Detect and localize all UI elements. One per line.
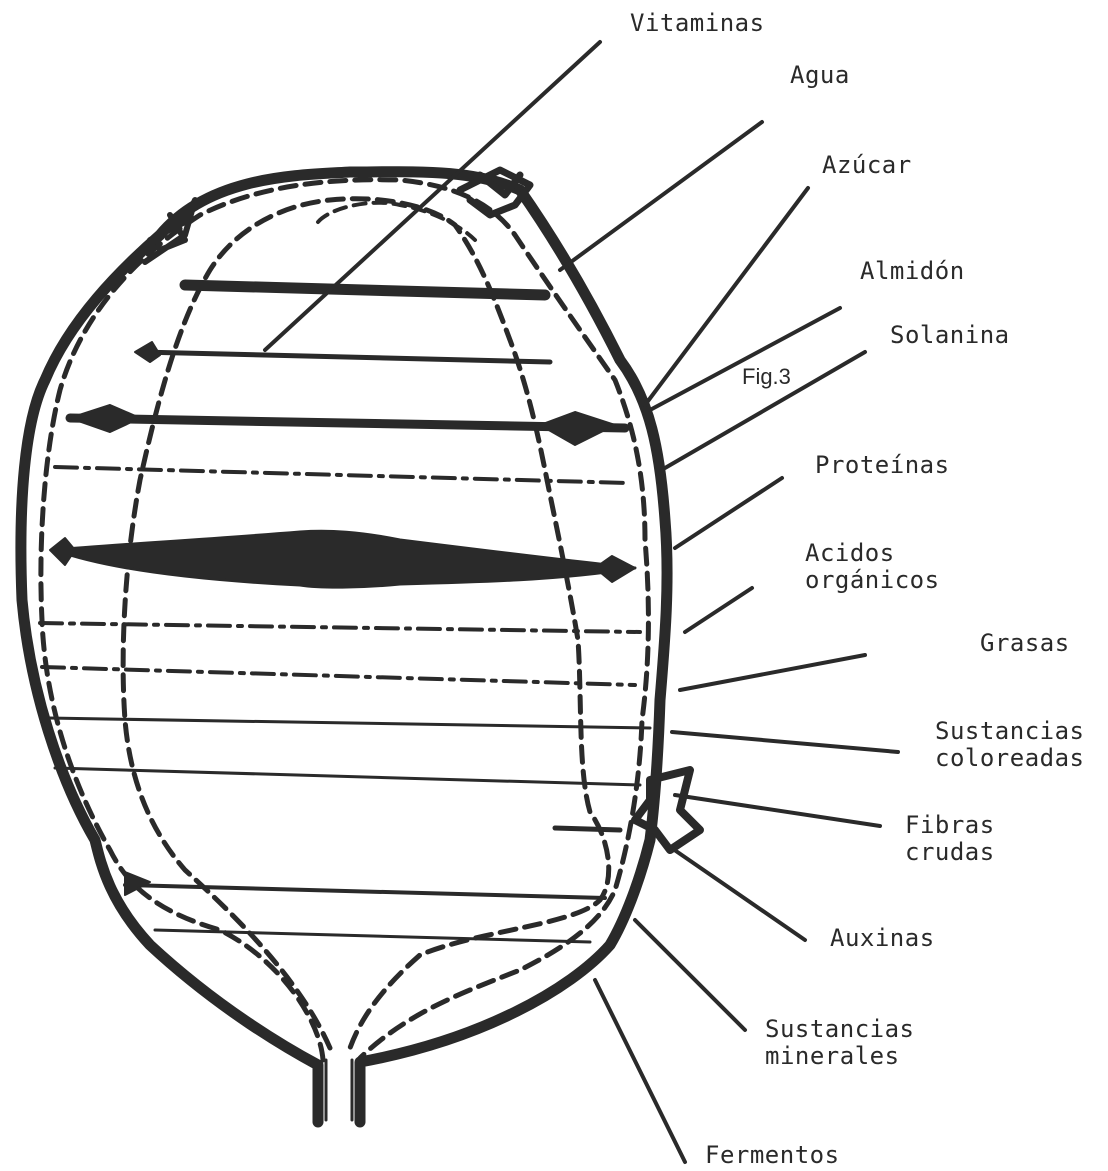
leader-minerales bbox=[635, 920, 745, 1030]
leader-auxinas bbox=[660, 840, 805, 940]
label-auxinas: Auxinas bbox=[830, 925, 935, 952]
label-fibras-line1: Fibras bbox=[905, 812, 995, 839]
leader-acidos bbox=[685, 588, 752, 632]
inner-line-11 bbox=[125, 885, 605, 898]
inner-line-5-spindle bbox=[55, 531, 635, 587]
spindle-marker-c bbox=[50, 538, 75, 565]
spindle-marker-e bbox=[135, 342, 160, 362]
label-vitaminas: Vitaminas bbox=[630, 10, 765, 37]
label-solanina: Solanina bbox=[890, 322, 1010, 349]
inner-line-9 bbox=[55, 768, 640, 785]
label-proteinas: Proteínas bbox=[815, 452, 950, 479]
label-agua: Agua bbox=[790, 62, 850, 89]
label-fibras-line2: crudas bbox=[905, 839, 995, 866]
inner-line-6 bbox=[40, 623, 640, 632]
leader-vitaminas bbox=[265, 42, 600, 350]
leader-agua bbox=[560, 122, 762, 270]
label-almidon: Almidón bbox=[860, 258, 965, 285]
label-coloreadas-line1: Sustancias bbox=[935, 718, 1085, 745]
inner-line-8 bbox=[48, 718, 650, 728]
tuber-upper-arc bbox=[318, 203, 475, 240]
spindle-marker-d bbox=[595, 556, 635, 582]
leader-fermentos bbox=[595, 980, 685, 1162]
label-minerales-line1: Sustancias bbox=[765, 1016, 915, 1043]
leader-grasas bbox=[680, 655, 865, 690]
inner-line-12 bbox=[155, 930, 590, 942]
spindle-marker-b bbox=[540, 412, 615, 445]
label-grasas: Grasas bbox=[980, 630, 1070, 657]
label-azucar: Azúcar bbox=[822, 152, 912, 179]
figure-label: Fig.3 bbox=[742, 364, 791, 390]
stolon-channel bbox=[326, 1060, 352, 1120]
label-fermentos: Fermentos bbox=[705, 1142, 840, 1169]
spindle-marker-a bbox=[70, 405, 140, 432]
label-minerales-line2: minerales bbox=[765, 1043, 900, 1070]
leader-coloreadas bbox=[672, 732, 898, 752]
spindle-marker-f bbox=[125, 872, 150, 895]
inner-line-10 bbox=[555, 828, 620, 830]
leader-fibras bbox=[675, 795, 880, 826]
inner-line-2 bbox=[140, 352, 550, 362]
label-coloreadas-line2: coloreadas bbox=[935, 745, 1085, 772]
label-acidos-line2: orgánicos bbox=[805, 567, 940, 594]
inner-line-7 bbox=[42, 667, 635, 685]
leader-proteinas bbox=[675, 478, 782, 548]
label-acidos-line1: Acidos bbox=[805, 540, 895, 567]
